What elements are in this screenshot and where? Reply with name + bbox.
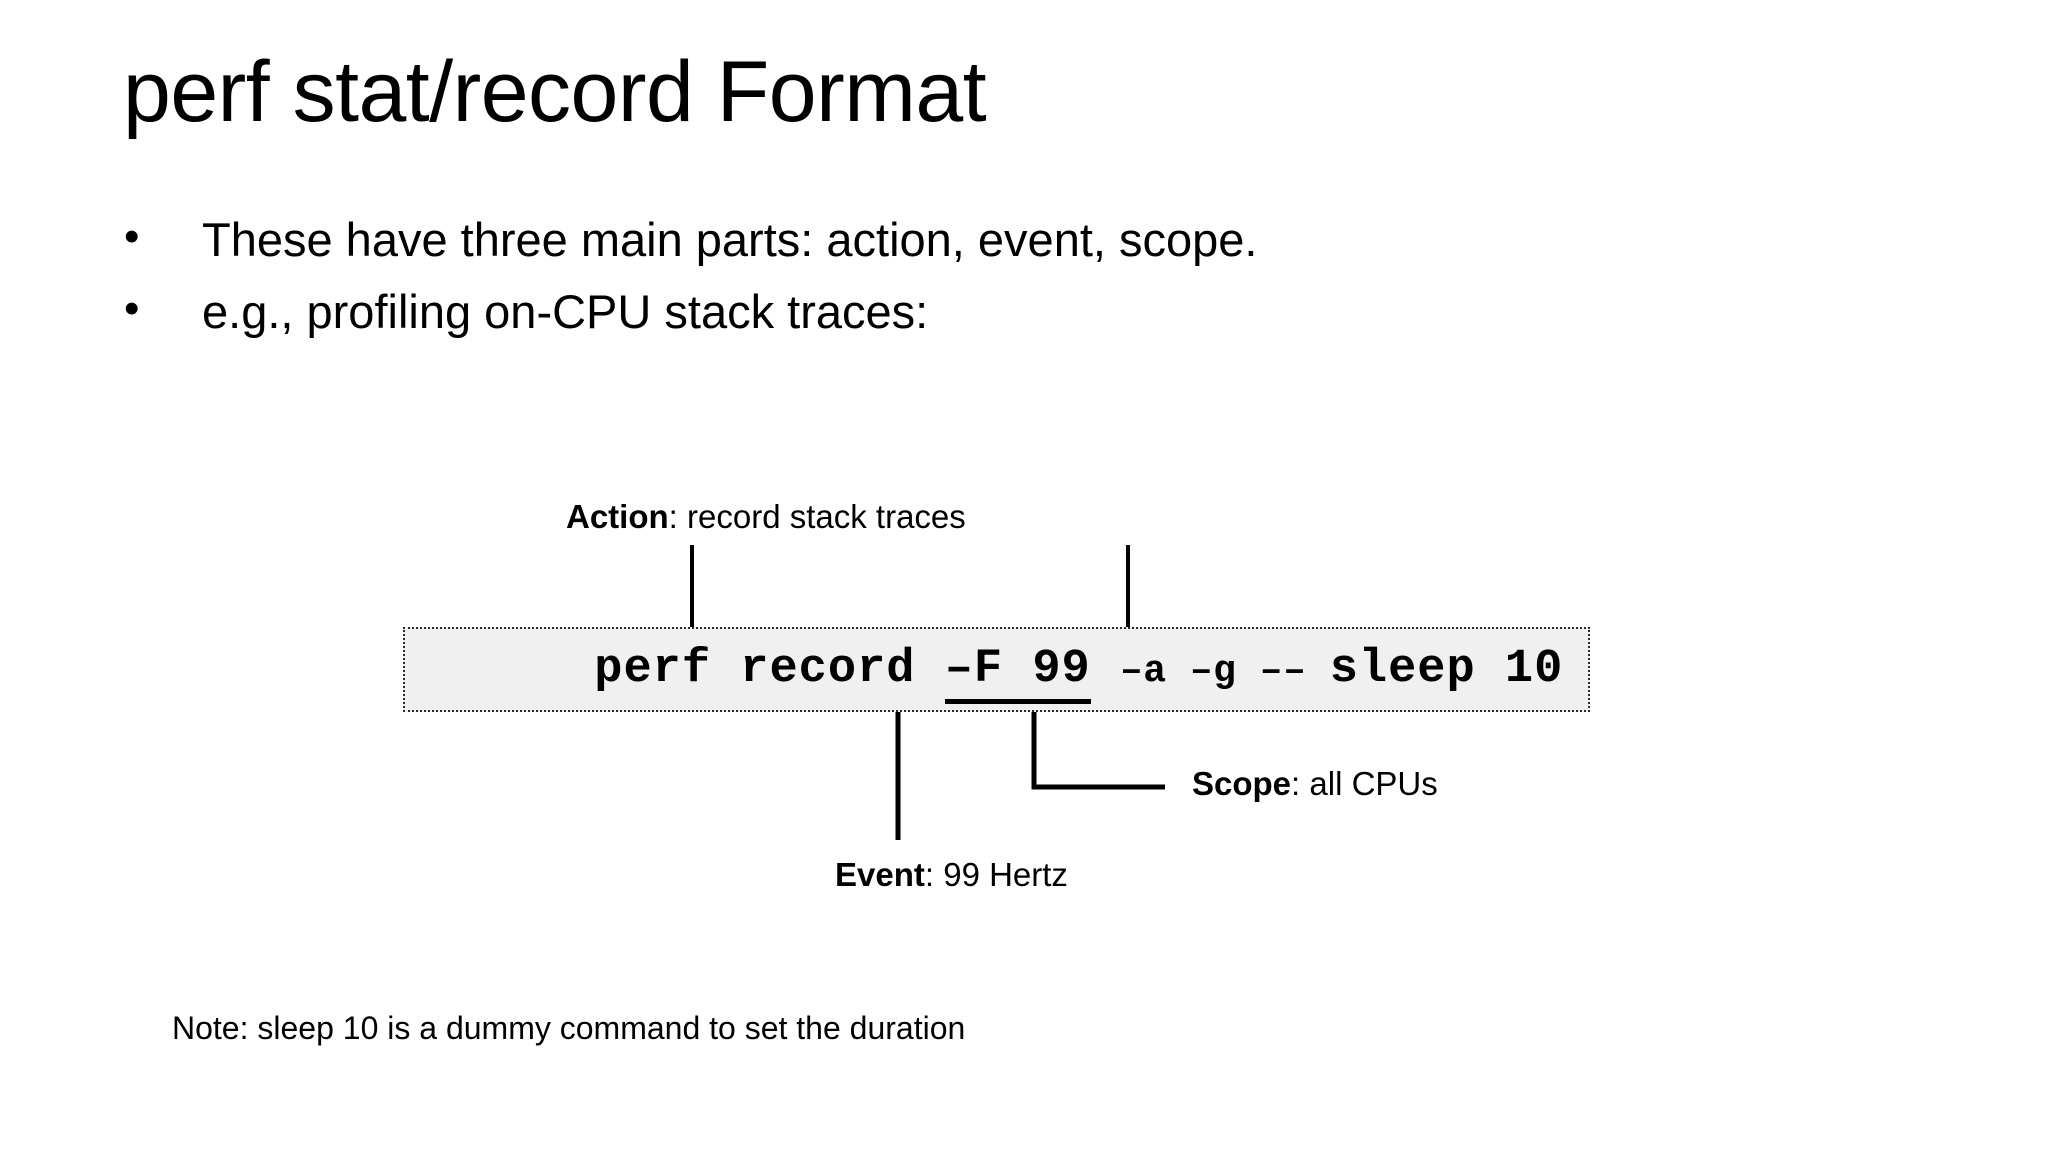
callout-scope: Scope: all CPUs <box>1192 765 1438 803</box>
callout-scope-label: Scope <box>1192 765 1292 802</box>
footnote: Note: sleep 10 is a dummy command to set… <box>172 1010 966 1046</box>
command-segment-scope: –a –g –– <box>1119 650 1330 693</box>
callout-action-label: Action <box>566 498 669 535</box>
command-code-box: perf record –F 99 –a –g –– sleep 10 <box>403 627 1590 712</box>
command-text: perf record –F 99 –a –g –– sleep 10 <box>405 590 1563 749</box>
bullet-text: These have three main parts: action, eve… <box>202 213 1258 266</box>
command-segment-event: –F 99 <box>944 643 1091 704</box>
callout-event-label: Event <box>835 856 925 893</box>
bullet-marker-icon: • <box>124 283 140 333</box>
callout-action: Action: record stack traces <box>566 498 966 536</box>
callout-event: Event: 99 Hertz <box>835 856 1068 894</box>
list-item: • e.g., profiling on-CPU stack traces: <box>120 283 1820 338</box>
bullet-text: e.g., profiling on-CPU stack traces: <box>202 284 929 338</box>
list-item: • These have three main parts: action, e… <box>120 215 1820 265</box>
bullet-list: • These have three main parts: action, e… <box>120 215 1820 359</box>
command-segment-duration: sleep 10 <box>1329 643 1564 696</box>
page-title: perf stat/record Format <box>123 44 987 140</box>
callout-scope-value: : all CPUs <box>1291 765 1438 802</box>
command-segment-space <box>1091 643 1120 696</box>
command-segment-action: perf record <box>594 643 945 696</box>
callout-action-value: : record stack traces <box>668 498 966 535</box>
bullet-marker-icon: • <box>124 212 140 261</box>
callout-event-value: : 99 Hertz <box>924 856 1068 893</box>
